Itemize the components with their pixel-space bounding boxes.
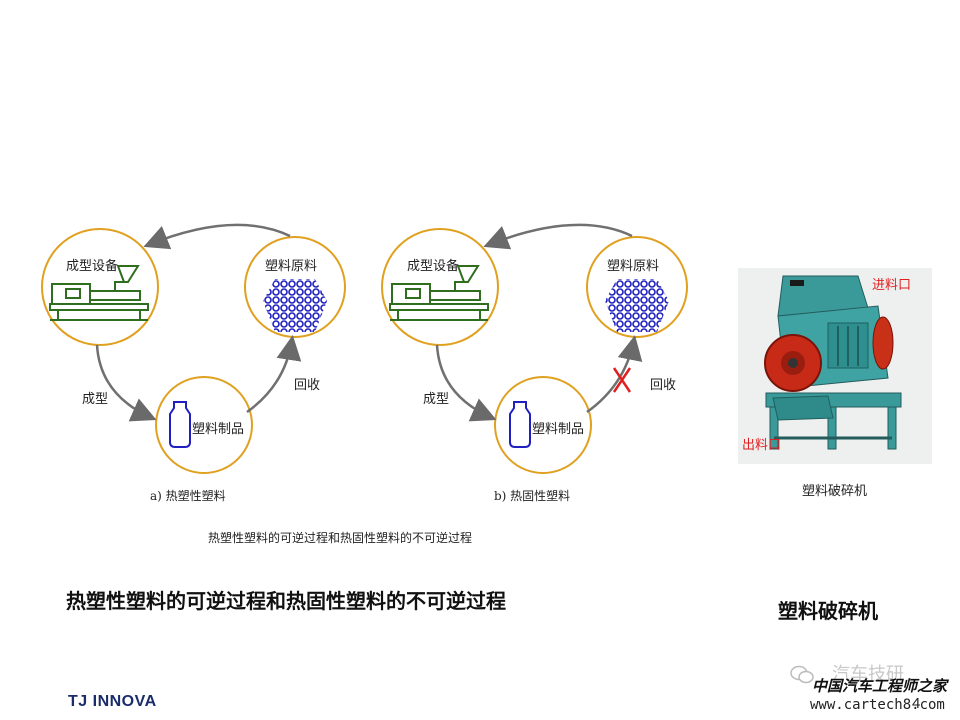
arrow-raw-to-equipment-b	[483, 223, 633, 250]
edge-label-forming-b: 成型	[423, 392, 450, 407]
node-equipment-a	[41, 228, 159, 346]
node-label-raw-a: 塑料原料	[265, 259, 318, 274]
watermark-site-name: 中国汽车工程师之家	[812, 677, 948, 695]
blocked-cross-icon	[612, 367, 632, 393]
bottle-icon	[169, 401, 191, 448]
edge-label-recycle-b: 回收	[650, 378, 677, 393]
node-equipment-b	[381, 228, 499, 346]
node-label-product-b: 塑料制品	[532, 422, 585, 437]
crusher-photo: 进料口 出料口	[738, 268, 932, 464]
pellets-icon	[263, 279, 327, 332]
wechat-icon	[790, 665, 814, 685]
brand-logo-text: TJ INNOVA	[68, 693, 157, 710]
figure-caption: 热塑性塑料的可逆过程和热固性塑料的不可逆过程	[208, 531, 473, 545]
pellets-icon	[605, 279, 669, 332]
injection-machine-icon	[389, 265, 489, 321]
page-number: 4	[912, 695, 921, 712]
arrow-recycle-b	[586, 335, 643, 414]
edge-label-forming-a: 成型	[82, 392, 109, 407]
arrow-forming-a	[95, 344, 157, 422]
diagram-b	[381, 223, 688, 474]
label-outlet: 出料口	[742, 438, 782, 453]
node-label-product-a: 塑料制品	[192, 422, 245, 437]
bottle-icon	[509, 401, 531, 448]
label-inlet: 进料口	[872, 278, 912, 293]
arrow-forming-b	[435, 344, 497, 422]
arrow-raw-to-equipment-a	[143, 223, 291, 250]
node-label-equipment-a: 成型设备	[66, 259, 119, 274]
node-label-raw-b: 塑料原料	[607, 259, 660, 274]
crusher-machine-illustration	[738, 268, 932, 464]
side-caption: 塑料破碎机	[778, 599, 878, 623]
watermark-faint-text: 汽车技研	[832, 664, 904, 685]
arrow-recycle-a	[246, 335, 302, 414]
node-label-equipment-b: 成型设备	[407, 259, 460, 274]
edge-label-recycle-a: 回收	[294, 378, 321, 393]
injection-machine-icon	[49, 265, 149, 321]
watermark-url: www.cartech8.com	[810, 697, 945, 713]
caption-a: a) 热塑性塑料	[150, 489, 226, 503]
caption-b: b) 热固性塑料	[494, 489, 571, 503]
diagram-a	[41, 223, 346, 474]
main-caption: 热塑性塑料的可逆过程和热固性塑料的不可逆过程	[66, 589, 506, 613]
crusher-photo-caption: 塑料破碎机	[802, 484, 868, 499]
